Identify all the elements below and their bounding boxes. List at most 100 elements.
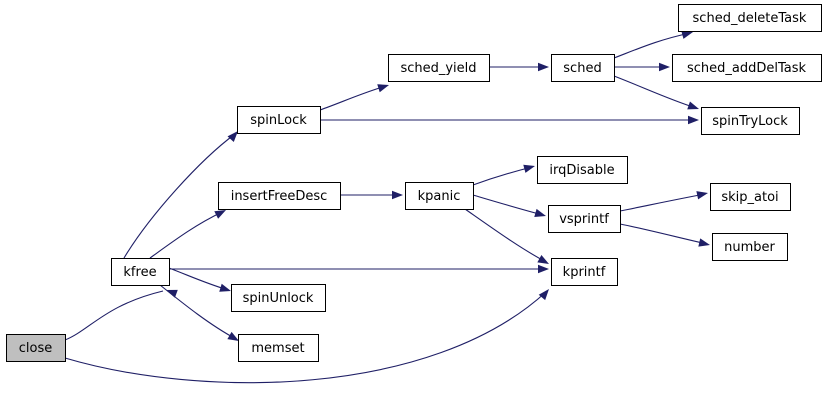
edge-line [613, 32, 691, 59]
node-hit-area[interactable] [678, 4, 821, 31]
node-label: close [19, 341, 52, 356]
edge-sched_yield-to-sched [489, 62, 549, 72]
edge-spinLock-to-spinTryLock [320, 115, 699, 125]
node-kprintf[interactable]: kprintf [551, 258, 618, 286]
edge-kfree-to-spinUnlock [168, 267, 231, 292]
node-irqDisable[interactable]: irqDisable [537, 156, 628, 184]
edge-sched-to-sched_addDelTask [614, 62, 670, 72]
node-kfree[interactable]: kfree [111, 258, 170, 286]
node-spinLock[interactable]: spinLock [237, 106, 321, 134]
node-memset[interactable]: memset [238, 334, 319, 362]
node-label: skip_atoi [721, 190, 778, 205]
edge-line [613, 75, 697, 109]
node-hit-area[interactable] [712, 233, 787, 260]
node-box[interactable] [537, 156, 628, 184]
node-box[interactable] [6, 334, 66, 362]
node-hit-area[interactable] [218, 182, 340, 209]
node-hit-area[interactable] [388, 54, 489, 81]
node-spinTryLock[interactable]: spinTryLock [701, 107, 800, 135]
arrowhead-icon [166, 289, 178, 298]
edge-close-to-kfree [64, 289, 178, 341]
arrowhead-icon [227, 331, 239, 341]
node-box[interactable] [218, 182, 341, 210]
arrowhead-icon [659, 62, 670, 72]
arrowhead-icon [377, 84, 389, 93]
node-box[interactable] [231, 284, 326, 312]
node-sched[interactable]: sched [551, 54, 615, 82]
node-box[interactable] [678, 4, 822, 32]
node-label: sched_yield [400, 61, 476, 76]
node-kpanic[interactable]: kpanic [405, 182, 474, 210]
edge-kpanic-to-irqDisable [472, 164, 535, 186]
arrowhead-icon [687, 101, 699, 110]
node-box[interactable] [701, 107, 800, 135]
edges-layer [64, 30, 710, 384]
nodes-layer: close kfree spinLock insertFreeDesc spinUnlo… [6, 4, 822, 362]
node-hit-area[interactable] [231, 284, 325, 311]
arrowhead-icon [688, 115, 699, 125]
edge-kfree-to-spinLock [123, 131, 238, 259]
node-label: kpanic [418, 189, 461, 204]
node-sched_deleteTask[interactable]: sched_deleteTask [678, 4, 822, 32]
node-insertFreeDesc[interactable]: insertFreeDesc [218, 182, 341, 210]
node-hit-area[interactable] [6, 334, 65, 361]
node-label: number [724, 240, 775, 255]
node-label: insertFreeDesc [231, 189, 328, 204]
edge-line [64, 290, 164, 341]
node-spinUnlock[interactable]: spinUnlock [231, 284, 326, 312]
arrowhead-icon [538, 289, 549, 301]
edge-kfree-to-memset [159, 284, 239, 341]
node-box[interactable] [712, 233, 788, 261]
node-box[interactable] [551, 54, 615, 82]
node-box[interactable] [710, 183, 791, 211]
node-hit-area[interactable] [672, 54, 821, 81]
node-hit-area[interactable] [537, 156, 627, 183]
node-box[interactable] [551, 258, 618, 286]
node-hit-area[interactable] [548, 205, 620, 232]
node-label: vsprintf [559, 212, 609, 227]
edge-insertFreeDesc-to-kpanic [340, 190, 403, 200]
node-box[interactable] [237, 106, 321, 134]
edge-line [319, 85, 387, 111]
node-box[interactable] [238, 334, 319, 362]
node-vsprintf[interactable]: vsprintf [548, 205, 621, 233]
edge-kfree-to-kprintf [169, 264, 549, 274]
edge-line [464, 208, 547, 263]
node-box[interactable] [388, 54, 490, 82]
node-number[interactable]: number [712, 233, 788, 261]
node-hit-area[interactable] [551, 54, 614, 81]
edge-kpanic-to-vsprintf [472, 194, 546, 218]
arrowhead-icon [392, 190, 403, 200]
arrowhead-icon [538, 264, 549, 274]
node-box[interactable] [111, 258, 170, 286]
node-hit-area[interactable] [111, 258, 169, 285]
node-label: sched_deleteTask [693, 11, 807, 26]
edge-kfree-to-insertFreeDesc [149, 210, 226, 259]
edge-vsprintf-to-skip_atoi [619, 191, 708, 212]
node-label: spinLock [250, 113, 307, 128]
node-skip_atoi[interactable]: skip_atoi [710, 183, 791, 211]
edge-line [168, 267, 229, 291]
node-sched_addDelTask[interactable]: sched_addDelTask [672, 54, 822, 82]
edge-close-to-kprintf [64, 289, 549, 384]
node-hit-area[interactable] [701, 107, 799, 134]
arrowhead-icon [696, 191, 708, 200]
node-sched_yield[interactable]: sched_yield [388, 54, 490, 82]
node-hit-area[interactable] [237, 106, 320, 133]
node-box[interactable] [548, 205, 621, 233]
arrowhead-icon [534, 208, 546, 218]
edge-line [619, 193, 706, 212]
node-close[interactable]: close [6, 334, 66, 362]
node-label: sched [563, 61, 601, 76]
node-box[interactable] [672, 54, 822, 82]
edge-vsprintf-to-number [619, 223, 710, 247]
node-hit-area[interactable] [238, 334, 318, 361]
edge-line [64, 291, 547, 384]
node-label: kfree [123, 265, 156, 280]
node-box[interactable] [405, 182, 474, 210]
node-hit-area[interactable] [710, 183, 790, 210]
node-hit-area[interactable] [405, 182, 473, 209]
node-hit-area[interactable] [551, 258, 617, 285]
node-label: spinTryLock [712, 114, 788, 129]
